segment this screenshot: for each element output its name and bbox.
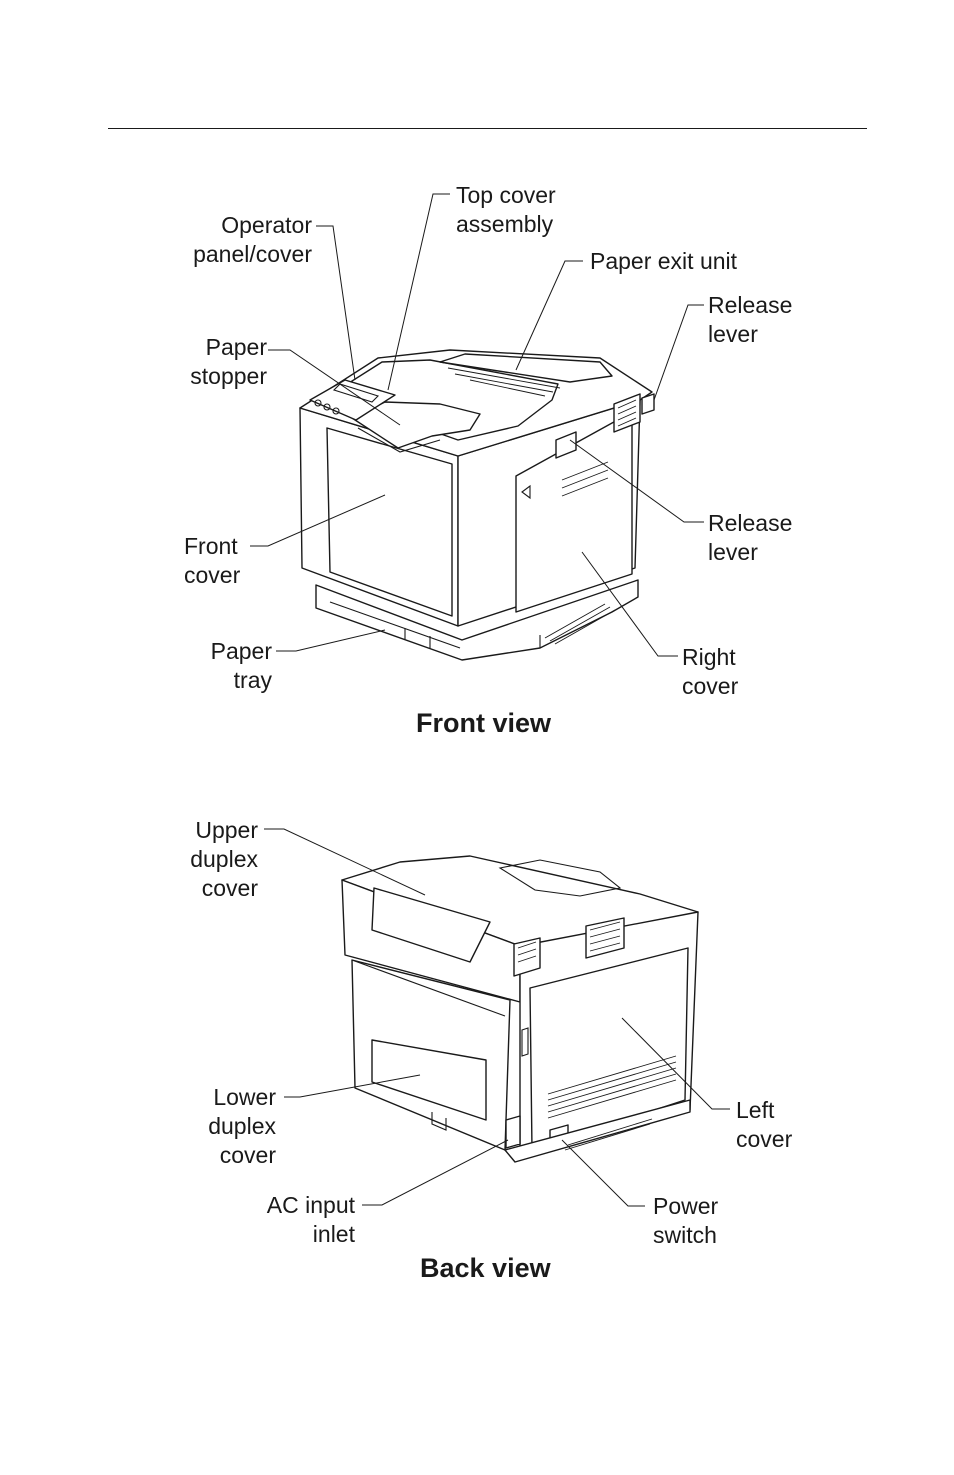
header-rule xyxy=(108,128,867,129)
label-left-cover: Left cover xyxy=(736,1097,793,1152)
label-ac-input-inlet: AC input inlet xyxy=(266,1192,355,1247)
label-upper-duplex-cover: Upper duplex cover xyxy=(190,817,258,901)
back-view-printer xyxy=(341,855,699,1163)
back-view-caption: Back view xyxy=(420,1253,551,1283)
label-operator-panel: Operator panel/cover xyxy=(193,212,312,267)
label-right-cover: Right cover xyxy=(682,644,739,699)
front-view-caption: Front view xyxy=(416,708,552,738)
label-power-switch: Power switch xyxy=(653,1193,719,1248)
label-lower-duplex-cover: Lower duplex cover xyxy=(208,1084,276,1168)
label-top-cover-assembly: Top cover assembly xyxy=(456,182,556,237)
label-front-cover: Front cover xyxy=(184,533,241,588)
front-view-printer xyxy=(299,349,655,661)
label-paper-tray: Paper tray xyxy=(210,638,272,693)
label-paper-stopper: Paper stopper xyxy=(190,334,267,389)
label-paper-exit-unit: Paper exit unit xyxy=(590,248,738,274)
label-release-lever-top: Release lever xyxy=(708,292,793,347)
label-release-lever-side: Release lever xyxy=(708,510,793,565)
